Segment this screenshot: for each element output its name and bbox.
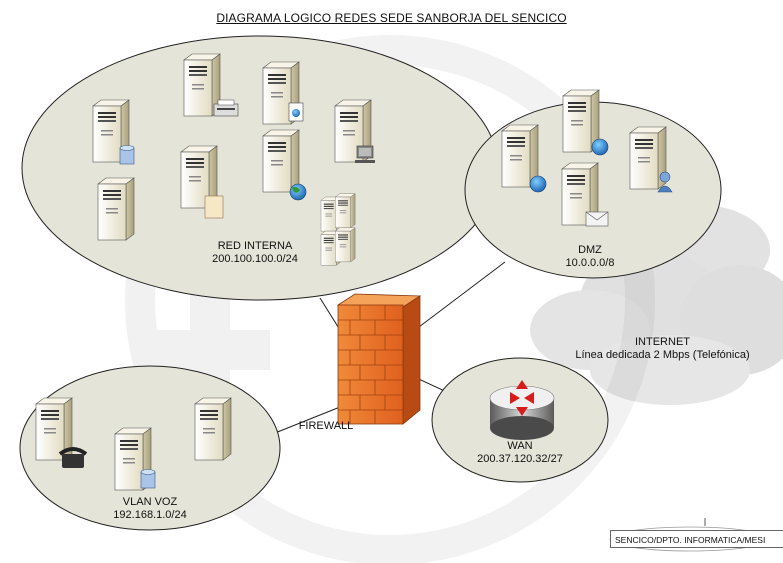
- database-icon: [119, 145, 135, 165]
- red-interna-label: RED INTERNA 200.100.100.0/24: [170, 240, 340, 266]
- globe-icon: [529, 175, 547, 193]
- zone-subnet: 192.168.1.0/24: [113, 509, 187, 521]
- printer-icon: [213, 99, 239, 117]
- red-interna-servers: [92, 53, 375, 266]
- firewall-label: FIREWALL: [298, 420, 354, 432]
- zone-subnet: 200.37.120.32/27: [477, 453, 563, 465]
- workstation-icon: [355, 145, 375, 163]
- user-icon: [657, 171, 673, 193]
- folder-icon: [204, 195, 224, 219]
- vlan-voz-servers: [35, 397, 232, 491]
- internet-label: INTERNET Línea dedicada 2 Mbps (Telefóni…: [555, 336, 770, 362]
- zone-subnet: 10.0.0.0/8: [565, 257, 615, 269]
- zone-name: RED INTERNA: [217, 240, 293, 252]
- vlan-voz-label: VLAN VOZ 192.168.1.0/24: [75, 496, 225, 522]
- dmz-servers: [501, 89, 673, 227]
- voz-server-icon: [194, 397, 232, 461]
- firewall-icon: [336, 293, 422, 425]
- zone-subnet: 200.100.100.0/24: [212, 253, 298, 265]
- zone-name: WAN: [507, 440, 533, 452]
- server-icon: [97, 177, 135, 241]
- router-icon: [489, 380, 555, 440]
- server-web-icon: [262, 129, 300, 193]
- phone-icon: [58, 447, 88, 468]
- wan-label: WAN 200.37.120.32/27: [450, 440, 590, 466]
- internet-name: INTERNET: [635, 336, 690, 348]
- database-icon: [140, 469, 156, 489]
- zone-name: VLAN VOZ: [122, 496, 178, 508]
- globe-icon: [591, 138, 609, 156]
- document-globe-icon: [288, 102, 304, 122]
- mail-icon: [585, 211, 609, 227]
- zone-name: DMZ: [578, 244, 602, 256]
- diagram-title: DIAGRAMA LOGICO REDES SEDE SANBORJA DEL …: [216, 11, 567, 25]
- dmz-label: DMZ 10.0.0.0/8: [530, 244, 650, 270]
- footer-credit: SENCICO/DPTO. INFORMATICA/MESI: [610, 530, 783, 548]
- internet-link: Línea dedicada 2 Mbps (Telefónica): [575, 349, 750, 361]
